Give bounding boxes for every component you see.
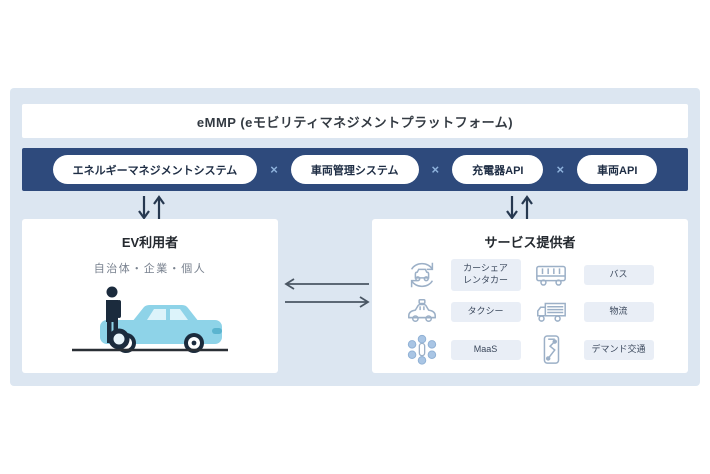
smartphone-icon [543,335,559,364]
multiply-separator: × [556,162,565,177]
service-label-carshare: カーシェア レンタカー [450,259,521,291]
service-label-demand-transit: デマンド交通 [583,340,654,360]
ev-user-subtitle: 自治体・企業・個人 [93,263,207,275]
arrow-down-icon [138,196,150,220]
maas-icon [407,334,436,365]
arrow-up-icon [521,195,533,220]
bus-icon [535,265,566,286]
arrow-down-icon [506,196,518,220]
service-label-logistics: 物流 [583,302,654,322]
arrow-left-icon [284,278,369,290]
multiply-separator: × [270,162,278,177]
exchange-arrows [284,278,370,308]
service-label-taxi: タクシー [450,302,521,322]
system-pill-vehicle-api: 車両API [577,155,658,184]
system-pill-energy: エネルギーマネジメントシステム [52,155,258,184]
vertical-arrows-right [506,195,533,220]
service-grid: カーシェア レンタカー バス タクシー [372,258,688,368]
taxi-icon [407,298,436,323]
service-label-maas: MaaS [450,340,521,360]
system-pill-charger-api: 充電器API [452,155,544,184]
arrow-up-icon [153,195,165,220]
car-share-icon [410,262,433,288]
arrow-right-icon [285,296,370,308]
multiply-separator: × [431,162,440,177]
systems-bar: エネルギーマネジメントシステム × 車両管理システム × 充電器API × 車両… [22,148,688,191]
platform-title: eMMP (eモビリティマネジメントプラットフォーム) [196,114,514,130]
ev-user-title: EV利用者 [121,235,179,250]
service-provider-box: サービス提供者 カーシェア レンタカー バス [372,219,688,373]
ev-car-illustration [72,286,228,353]
truck-icon [536,302,566,322]
ev-user-box: EV利用者 自治体・企業・個人 [22,219,278,373]
service-provider-title: サービス提供者 [484,235,576,250]
vertical-arrows-left [138,195,165,220]
platform-title-bar: eMMP (eモビリティマネジメントプラットフォーム) [22,104,688,138]
system-pill-vehicle-mgmt: 車両管理システム [290,155,419,184]
service-label-bus: バス [583,265,654,285]
